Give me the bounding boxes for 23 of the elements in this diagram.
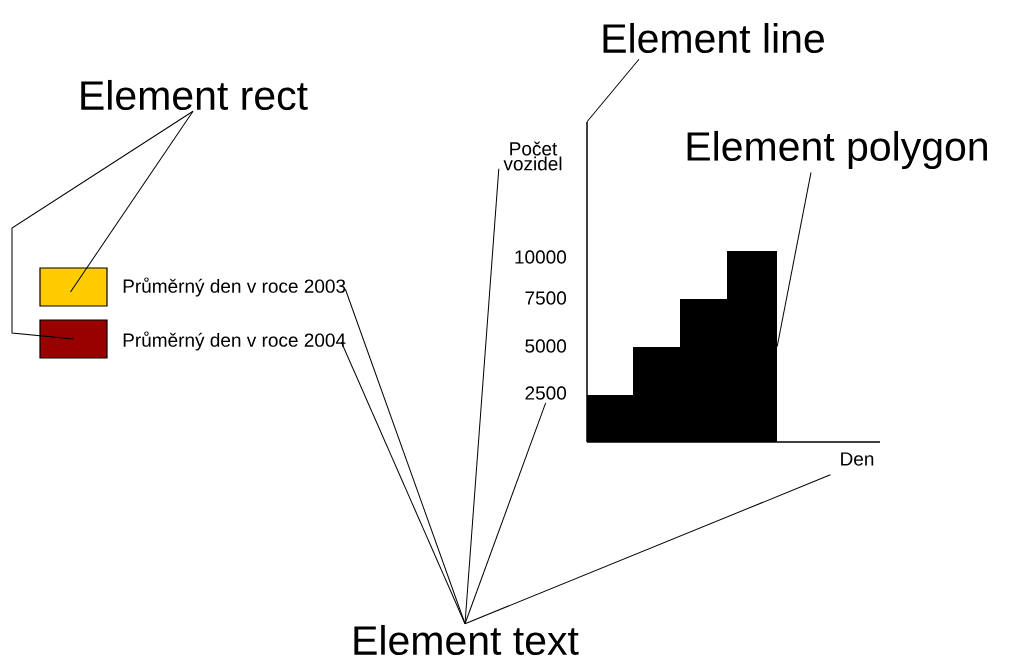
leader-line (11, 110, 194, 340)
legend-text: Průměrný den v roce 2003 (123, 277, 346, 297)
leader-line (70, 110, 194, 293)
axis-title: Den (841, 452, 874, 466)
leader-line (340, 341, 466, 625)
tick-label: 2500 (525, 386, 567, 400)
tick-label: 10000 (515, 250, 567, 264)
leader-line (464, 474, 831, 625)
legend-swatch (39, 319, 108, 359)
leader-line (464, 402, 547, 625)
y-axis (586, 122, 588, 442)
leader-line (586, 58, 640, 123)
tick-label: 7500 (525, 291, 567, 305)
axis-title: Počet vozidel (503, 141, 562, 171)
tick-label: 5000 (525, 339, 567, 353)
leader-line (464, 168, 500, 625)
callout-text: Element line (603, 22, 824, 54)
callout-text: Element polygon (687, 130, 987, 170)
callout-text: Element rect (81, 79, 308, 111)
legend-text: Průměrný den v roce 2004 (123, 331, 346, 351)
legend-swatch (39, 267, 108, 307)
leader-line (776, 171, 812, 347)
callout-text: Element text (354, 624, 579, 656)
